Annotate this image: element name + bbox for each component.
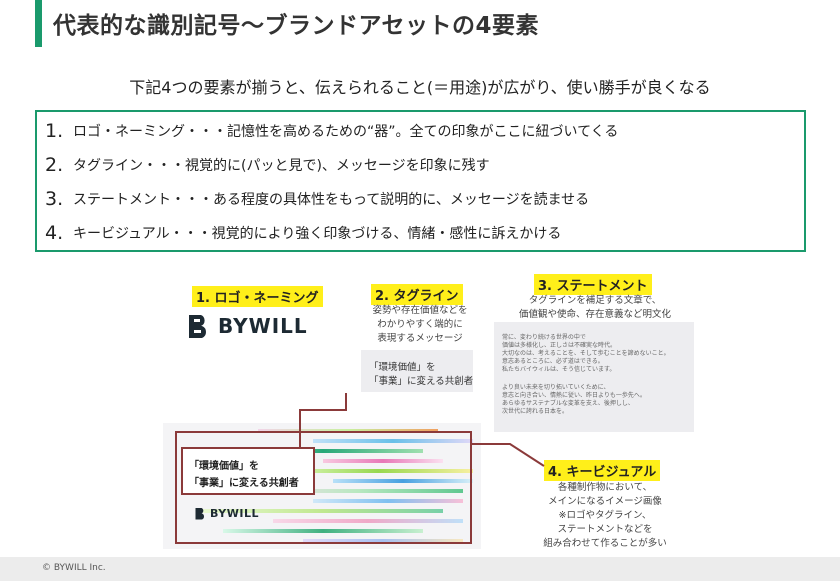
element-row-2: 2. タグライン・・・視覚的に(パッと見で)、メッセージを印象に残す (45, 150, 490, 180)
statement-label: 3. ステートメント (534, 274, 652, 295)
tagline-connector (299, 393, 347, 447)
element-number: 4. (45, 222, 64, 244)
keyvisual-connector (472, 443, 545, 467)
statement-desc-line: 価値観や使命、存在意義など明文化 (518, 309, 671, 320)
footer: © BYWILL Inc. (0, 557, 840, 581)
key-visual-tagline-line: 「事業」に変える共創者 (189, 478, 299, 489)
keyvisual-desc-line: ステートメントなどを (557, 524, 653, 535)
tagline-desc-line: 表現するメッセージ (377, 333, 463, 344)
keyvisual-desc-line: 各種制作物において、 (557, 482, 653, 493)
elements-box: 1. ロゴ・ネーミング・・・記憶性を高めるための“器”。全ての印象がここに紐づい… (35, 110, 806, 252)
statement-line: あらゆるサステナブルな変革を支え、後押しし、 (502, 400, 634, 407)
element-number: 1. (45, 120, 64, 142)
element-text: ステートメント・・・ある程度の具体性をもって説明的に、メッセージを読ませる (73, 192, 590, 208)
logo-label: 1. ロゴ・ネーミング (192, 286, 323, 307)
key-visual-frame (175, 431, 472, 544)
element-number: 3. (45, 188, 64, 210)
page-title: 代表的な識別記号～ブランドアセットの4要素 (53, 13, 540, 39)
brand-mark-icon (195, 508, 204, 520)
key-visual-brand: BYWILL (210, 507, 259, 520)
tagline-desc-line: 姿勢や存在価値などを (372, 305, 468, 316)
element-text: キービジュアル・・・視覚的により強く印象づける、情緒・感性に訴えかける (73, 226, 562, 242)
tagline-card-line: 「環境価値」を (369, 362, 436, 373)
keyvisual-desc-line: ※ロゴやタグライン、 (558, 510, 652, 521)
statement-line: 意志と向き合い、情熱に従い、昨日よりも一歩先へ。 (502, 392, 646, 399)
title-accent-bar (35, 0, 42, 47)
keyvisual-desc-line: 組み合わせて作ることが多い (543, 538, 667, 549)
statement-line: より良い未来を切り拓いていくために、 (502, 384, 610, 391)
keyvisual-desc-line: メインになるイメージ画像 (548, 496, 662, 507)
element-text: タグライン・・・視覚的に(パッと見で)、メッセージを印象に残す (73, 158, 490, 174)
tagline-label: 2. タグライン (371, 284, 463, 305)
statement-line: 意志あるところに、必ず道はできる。 (502, 358, 604, 365)
key-visual-logo: BYWILL (194, 507, 259, 520)
statement-line: 常に、変わり続ける世界の中で (502, 334, 586, 341)
tagline-card: 「環境価値」を 「事業」に変える共創者 (361, 350, 473, 392)
element-row-1: 1. ロゴ・ネーミング・・・記憶性を高めるための“器”。全ての印象がここに紐づい… (45, 116, 618, 146)
element-row-3: 3. ステートメント・・・ある程度の具体性をもって説明的に、メッセージを読ませる (45, 184, 589, 214)
statement-line: 私たちバイウィルは、そう信じています。 (502, 366, 616, 373)
key-visual-tagline-line: 「環境価値」を (189, 461, 259, 472)
keyvisual-label: 4. キービジュアル (544, 460, 661, 481)
element-number: 2. (45, 154, 64, 176)
statement-description: タグラインを補足する文章で、 価値観や使命、存在意義など明文化 (505, 294, 685, 322)
element-text: ロゴ・ネーミング・・・記憶性を高めるための“器”。全ての印象がここに紐づいてくる (73, 124, 619, 140)
statement-desc-line: タグラインを補足する文章で、 (528, 295, 662, 306)
keyvisual-description: 各種制作物において、 メインになるイメージ画像 ※ロゴやタグライン、 ステートメ… (520, 481, 690, 551)
element-row-4: 4. キービジュアル・・・視覚的により強く印象づける、情緒・感性に訴えかける (45, 218, 561, 248)
statement-line: 大切なのは、考えることを、そして歩むことを諦めないこと。 (502, 350, 670, 357)
statement-card: 常に、変わり続ける世界の中で 価値は多様化し、正しさは不確実な時代。 大切なのは… (494, 322, 694, 432)
statement-line: 価値は多様化し、正しさは不確実な時代。 (502, 342, 617, 349)
statement-line: 次世代に誇れる日本を。 (502, 408, 569, 415)
page-subtitle: 下記4つの要素が揃うと、伝えられること(＝用途)が広がり、使い勝手が良くなる (129, 78, 711, 97)
tagline-desc-line: わかりやすく端的に (377, 319, 463, 330)
key-visual-tagline-box: 「環境価値」を 「事業」に変える共創者 (181, 447, 315, 495)
copyright: © BYWILL Inc. (42, 563, 106, 573)
tagline-card-line: 「事業」に変える共創者 (369, 376, 474, 387)
tagline-description: 姿勢や存在価値などを わかりやすく端的に 表現するメッセージ (355, 304, 485, 346)
brand-logo: BYWILL (186, 313, 308, 339)
brand-name: BYWILL (218, 314, 308, 338)
brand-mark-icon (189, 315, 206, 338)
